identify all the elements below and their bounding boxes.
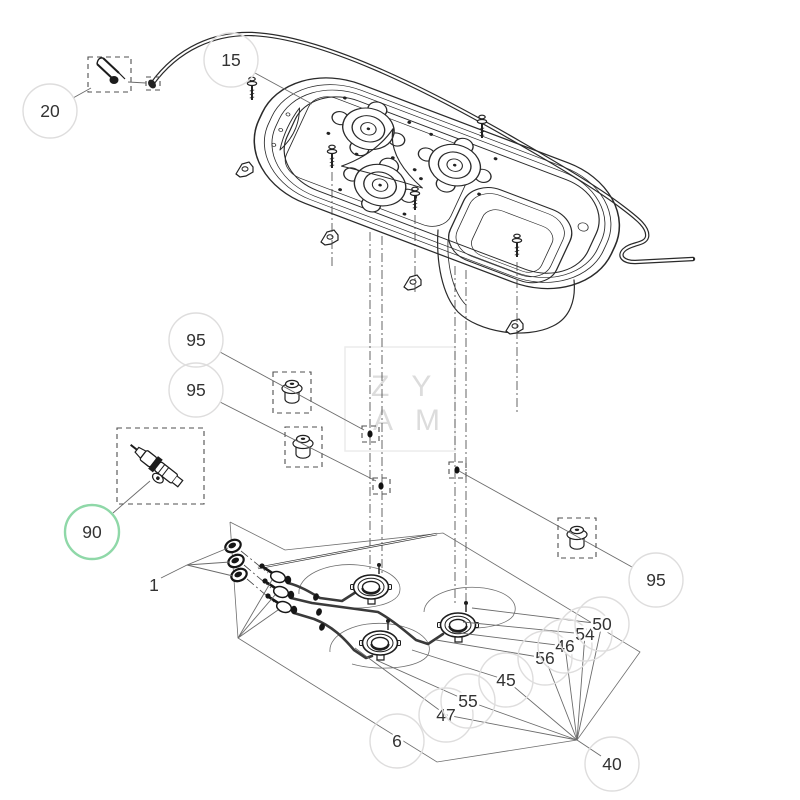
callout-95a[interactable]: 95 [168,312,224,368]
pan-oval-hole [577,222,589,232]
pan-divider [340,128,423,189]
callout-circle [574,596,630,652]
callout-circle [537,618,593,674]
callout-label: 20 [40,101,60,121]
pan-left-vane [279,107,301,151]
callout-circle [478,652,534,708]
hob-recess [284,96,475,227]
control-knobs [222,536,250,585]
grommet-2 [292,434,314,459]
edge-clip [320,229,339,246]
callout-label: 55 [458,691,477,711]
callout-label: 15 [221,50,240,70]
callout-label: 47 [436,705,455,725]
grommet-parts [272,371,597,559]
callout-55[interactable]: 55 [440,673,496,729]
callout-circle [203,32,259,88]
callout-95c[interactable]: 95 [628,552,684,608]
callout-50[interactable]: 50 [574,596,630,652]
edge-clip [403,274,422,291]
callout-40[interactable]: 40 [584,736,640,792]
callout-label: 95 [646,570,665,590]
callout-circle [168,312,224,368]
grommet-3 [566,525,588,550]
watermark-line2: AM [373,404,462,437]
callout-circle [168,362,224,418]
callout-1[interactable]: 1 [147,573,162,598]
callout-label: 90 [82,522,102,542]
manifold-pipes [286,581,445,660]
burner-cup-front [358,617,402,662]
callout-label: 56 [535,648,554,668]
watermark-line1: ZY [371,370,453,403]
igniter-part [116,427,205,505]
sink-bowl [448,187,573,284]
callout-circle [440,673,496,729]
callout-circle [418,687,474,743]
grommet-1 [281,379,303,404]
callout-45[interactable]: 45 [478,652,534,708]
callout-label: 45 [496,670,515,690]
callout-label: 95 [186,330,205,350]
sink-bowl-underside [437,229,575,334]
callout-6[interactable]: 6 [369,713,425,769]
callout-circle [628,552,684,608]
fastener-targets [361,425,467,495]
centerlines [240,172,518,606]
callout-circle-highlighted [63,503,121,561]
edge-clip [505,318,524,335]
screw-fastener [326,144,338,169]
cooktop-unit [235,76,621,335]
edge-clip [235,161,254,178]
callout-46[interactable]: 46 [537,618,593,674]
cooktop-outer-rim [253,77,621,290]
callout-20[interactable]: 20 [22,83,78,139]
gas-hose [148,31,696,265]
callout-label: 50 [592,614,612,634]
callout-circle [369,713,425,769]
callout-label: 95 [186,380,205,400]
callout-label: 6 [392,731,402,751]
callout-label: 1 [149,575,159,595]
leader-lines [72,72,633,757]
watermark: ZY AM [344,346,462,452]
callout-54[interactable]: 54 [557,606,613,662]
lower-assembly [222,521,641,763]
callout-circle [22,83,78,139]
callout-label: 40 [602,754,622,774]
burner-cup-rear [349,561,393,606]
burner-plate-rear [319,88,418,170]
callout-label: 46 [555,636,574,656]
callout-47[interactable]: 47 [418,687,474,743]
burner-cup-right [436,599,480,644]
callout-15[interactable]: 15 [203,32,259,88]
sink-screw [511,233,523,258]
hose-end-fitting [148,79,156,89]
callout-circle [557,606,613,662]
hose-clip-part [87,56,161,93]
callout-circle [584,736,640,792]
mounting-panel-outline [229,521,641,763]
callout-95b[interactable]: 95 [168,362,224,418]
callout-90[interactable]: 90 [63,503,121,561]
